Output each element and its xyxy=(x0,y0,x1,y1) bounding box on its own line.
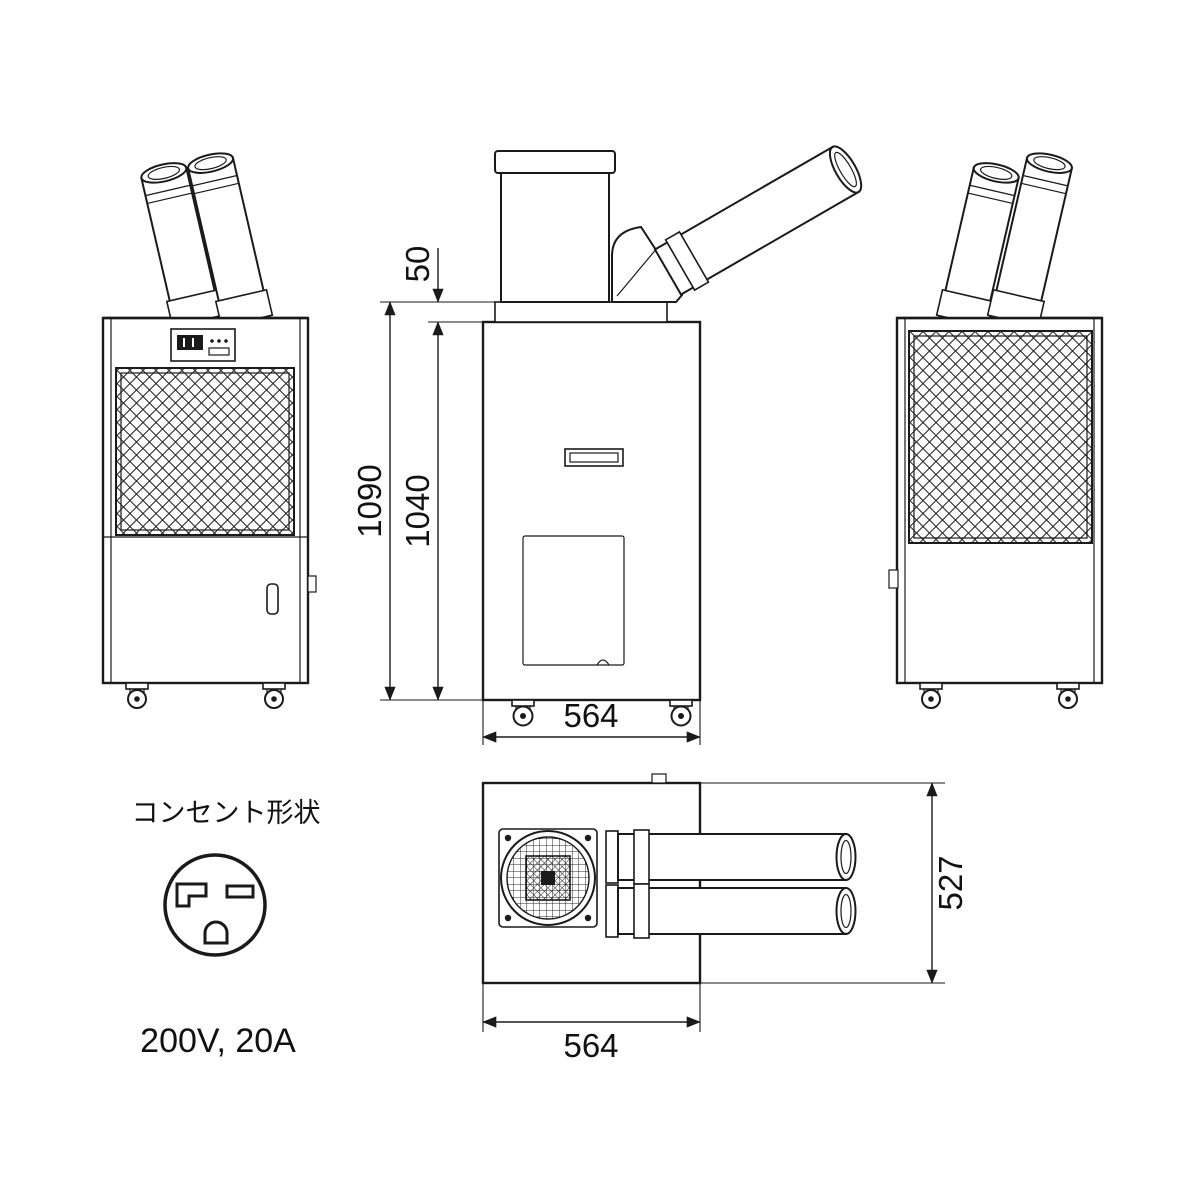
outlet-shape-label: コンセント形状 xyxy=(132,798,321,828)
side-body xyxy=(481,320,702,702)
exhaust-duct-angled xyxy=(611,145,863,303)
caster-wheel xyxy=(262,682,286,709)
side-latch xyxy=(307,575,317,593)
outlet-ground-pin xyxy=(203,920,229,945)
rear-condenser-grille xyxy=(908,330,1093,544)
caster-wheel xyxy=(919,682,943,709)
exhaust-duct-vertical xyxy=(494,150,616,303)
dim-label-top-offset: 50 xyxy=(399,246,436,283)
control-panel xyxy=(170,328,236,362)
cord-hook xyxy=(888,569,899,589)
exhaust-duct-icon xyxy=(186,152,274,319)
dim-label-side-width: 564 xyxy=(563,697,618,734)
dim-label-overall-height: 1090 xyxy=(351,464,388,537)
side-view: 1090 1040 50 564 xyxy=(351,145,863,745)
dim-top-width: 564 xyxy=(482,1016,701,1064)
front-intake-grille xyxy=(115,367,295,536)
outlet-rating-label: 200V, 20A xyxy=(140,1022,296,1060)
dim-body-height: 1040 xyxy=(399,321,444,701)
dim-overall-height: 1090 xyxy=(351,301,396,701)
dim-side-width: 564 xyxy=(482,697,701,743)
caster-wheel xyxy=(125,682,149,709)
front-vent-slot xyxy=(564,448,624,467)
dim-label-top-depth: 527 xyxy=(932,855,969,910)
dim-top-depth: 527 xyxy=(926,782,969,984)
outlet-diagram: コンセント形状 200V, 20A xyxy=(132,798,321,1060)
duct-top-a xyxy=(605,829,857,885)
dim-label-top-width: 564 xyxy=(563,1027,618,1064)
caster-wheel xyxy=(669,699,693,727)
front-view xyxy=(101,152,317,709)
rear-exhaust-ducts xyxy=(935,152,1074,319)
dim-top-offset: 50 xyxy=(399,246,444,303)
dim-label-body-height: 1040 xyxy=(399,474,436,547)
top-view: 527 564 xyxy=(481,773,969,1064)
top-tab xyxy=(651,773,667,784)
outlet-blade-left xyxy=(175,882,208,908)
caster-wheel xyxy=(511,699,535,727)
duct-top-b xyxy=(605,883,857,939)
outlet-blade-right xyxy=(225,884,255,899)
power-outlet-icon xyxy=(163,853,267,957)
exhaust-duct-icon xyxy=(140,162,225,319)
fan-outlet xyxy=(498,828,598,928)
front-exhaust-ducts xyxy=(140,152,274,319)
caster-wheel xyxy=(1056,682,1080,709)
door-handle xyxy=(266,583,279,615)
duct-base-plinth xyxy=(494,301,668,323)
rear-view xyxy=(888,152,1104,709)
access-panel xyxy=(522,535,625,666)
